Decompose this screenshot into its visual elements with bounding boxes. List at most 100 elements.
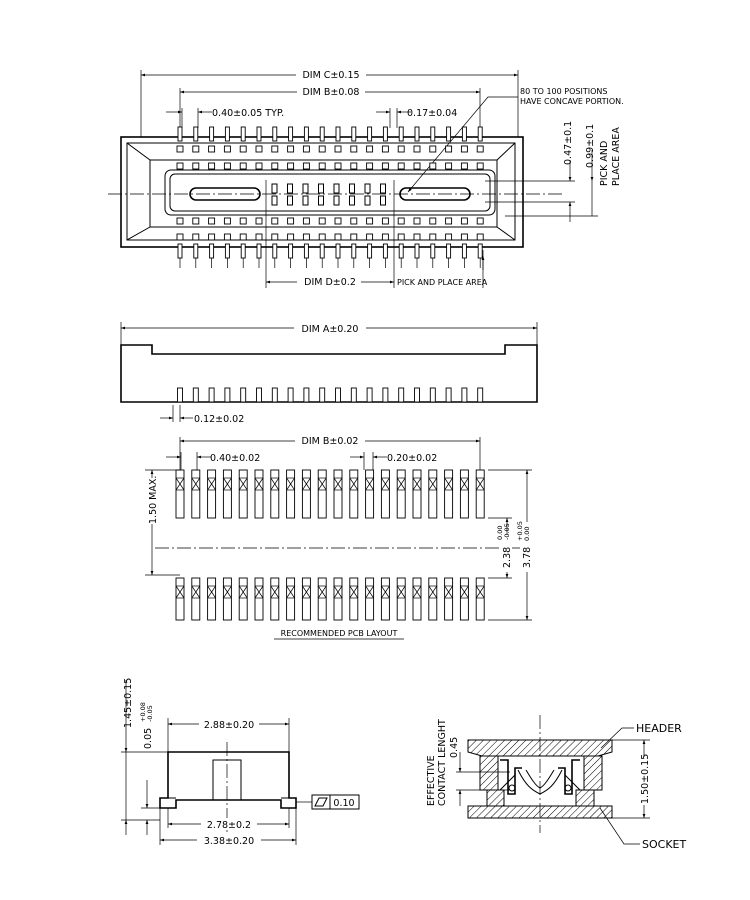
top-pin bbox=[446, 126, 452, 142]
pcb-pad-cross bbox=[223, 477, 232, 491]
center-contact-slot bbox=[318, 183, 324, 194]
concave-width-label: 0.17±0.04 bbox=[407, 108, 457, 119]
top-contact-square bbox=[239, 145, 247, 153]
pcb-pad bbox=[317, 469, 327, 519]
top-contact-square bbox=[208, 217, 216, 225]
side-lead bbox=[461, 387, 468, 403]
pcb-pad-cross bbox=[175, 585, 185, 599]
pcb-pad bbox=[301, 577, 311, 621]
top-contact-square bbox=[445, 162, 453, 170]
pcb-pad bbox=[222, 577, 232, 621]
pcb-pad bbox=[412, 577, 422, 621]
pcb-dim-378-tol-upper: +0.05 bbox=[516, 521, 524, 541]
pick-place-right-2: PLACE AREA bbox=[611, 127, 622, 186]
pcb-pad-cross bbox=[381, 585, 390, 599]
top-contact-square bbox=[350, 145, 358, 153]
flatness-label: 0.10 bbox=[333, 798, 354, 809]
top-contact-square bbox=[255, 233, 263, 241]
pcb-dim-b-label: DIM B±0.02 bbox=[302, 436, 359, 447]
end-height-label: 1.45±0.15 bbox=[123, 678, 134, 728]
top-view: DIM C±0.15 DIM B±0.08 0.40±0.05 TYP. 0.1… bbox=[108, 68, 624, 288]
top-contact-square bbox=[208, 162, 216, 170]
center-contact-slot bbox=[349, 195, 355, 206]
dim-a-label: DIM A±0.20 bbox=[302, 324, 359, 335]
pcb-pad-cross bbox=[444, 477, 453, 491]
top-contact-square bbox=[208, 145, 216, 153]
pcb-pad-cross bbox=[412, 477, 422, 491]
concave-slot-left bbox=[189, 187, 261, 201]
top-contact-square bbox=[460, 162, 468, 170]
pcb-pad-cross bbox=[428, 585, 438, 599]
pcb-layout-title: RECOMMENDED PCB LAYOUT bbox=[281, 629, 398, 638]
top-contact-square bbox=[460, 145, 468, 153]
top-contact-square bbox=[366, 233, 374, 241]
top-pin bbox=[414, 126, 420, 142]
top-contact-square bbox=[476, 162, 484, 170]
top-contact-square bbox=[239, 233, 247, 241]
pcb-pad bbox=[286, 469, 296, 519]
top-pin bbox=[414, 243, 420, 259]
top-pin bbox=[351, 243, 357, 259]
end-view: 1.45±0.15 0.05 +0.08 -0.05 2.88±0.20 2.7… bbox=[121, 678, 360, 847]
side-lead bbox=[303, 387, 310, 403]
pcb-pad-cross bbox=[349, 477, 359, 491]
top-contact-square bbox=[302, 162, 310, 170]
socket-label: SOCKET bbox=[642, 838, 686, 851]
pcb-pad bbox=[365, 469, 375, 519]
top-pin bbox=[382, 126, 388, 142]
pcb-pad-cross bbox=[381, 477, 390, 491]
top-pin bbox=[367, 126, 373, 142]
top-contact-square bbox=[413, 162, 421, 170]
pcb-pad-cross bbox=[412, 585, 422, 599]
pcb-pad bbox=[286, 577, 296, 621]
pick-place-bottom: PICK AND PLACE AREA bbox=[397, 278, 488, 287]
top-pin bbox=[193, 243, 199, 259]
flatness-icon bbox=[314, 797, 328, 807]
pcb-dim-238-tol-upper: 0.00 bbox=[496, 526, 504, 540]
pcb-pad bbox=[396, 469, 406, 519]
effective-label-1: EFFECTIVE bbox=[426, 755, 437, 806]
pcb-pad-cross bbox=[333, 585, 343, 599]
end-standoff-label: 0.05 bbox=[143, 728, 154, 749]
pcb-pad bbox=[270, 469, 280, 519]
pcb-pad bbox=[175, 469, 185, 519]
top-contact-square bbox=[255, 162, 263, 170]
top-contact-square bbox=[429, 233, 437, 241]
pcb-pad-cross bbox=[475, 477, 485, 491]
top-contact-square bbox=[445, 145, 453, 153]
top-pin bbox=[209, 126, 215, 142]
top-pin bbox=[477, 126, 483, 142]
top-contact-square bbox=[397, 233, 405, 241]
top-pin bbox=[446, 243, 452, 259]
pcb-pad bbox=[428, 469, 438, 519]
concave-note-1: 80 TO 100 POSITIONS bbox=[520, 87, 607, 96]
top-contact-square bbox=[413, 145, 421, 153]
dim-d-label: DIM D±0.2 bbox=[304, 277, 356, 288]
center-contact-slot bbox=[302, 195, 309, 206]
pcb-pad bbox=[238, 577, 248, 621]
mated-view: 1.50±0.15 EFFECTIVE CONTACT LENGHT 0.45 … bbox=[426, 715, 686, 851]
side-lead bbox=[414, 387, 420, 403]
top-pin bbox=[193, 126, 199, 142]
dim-b-label: DIM B±0.08 bbox=[303, 87, 360, 98]
pcb-pad-cross bbox=[191, 585, 201, 599]
top-pin bbox=[177, 243, 183, 259]
pcb-pad-cross bbox=[207, 477, 216, 491]
top-pin bbox=[430, 243, 436, 259]
side-view: DIM A±0.20 0.12±0.02 bbox=[120, 322, 538, 425]
side-lead bbox=[240, 387, 247, 403]
top-contact-square bbox=[302, 217, 310, 225]
top-contact-square bbox=[302, 233, 310, 241]
end-standoff-tol-lower: -0.05 bbox=[146, 705, 154, 722]
top-contact-square bbox=[366, 145, 374, 153]
top-contact-square bbox=[271, 233, 279, 241]
pcb-pad bbox=[412, 469, 422, 519]
side-lead bbox=[445, 387, 452, 403]
pcb-pad-cross bbox=[238, 585, 248, 599]
pcb-pad-cross bbox=[175, 477, 185, 491]
side-lead bbox=[366, 387, 373, 403]
pcb-pad-cross bbox=[286, 477, 295, 491]
top-contact-square bbox=[223, 145, 231, 153]
pitch-typ-label: 0.40±0.05 TYP. bbox=[212, 108, 284, 119]
top-contact-square bbox=[287, 217, 295, 225]
